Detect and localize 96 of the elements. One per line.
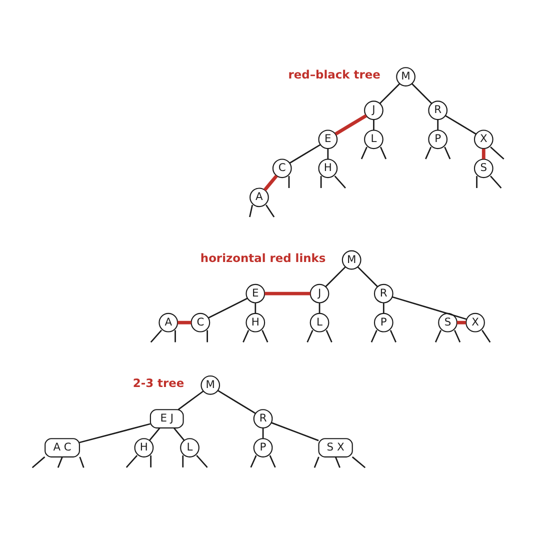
connector	[196, 454, 208, 468]
connector	[390, 329, 396, 342]
connector	[218, 389, 256, 414]
connector	[325, 266, 346, 287]
connector	[150, 454, 152, 467]
connector	[411, 82, 432, 104]
node-box: A C	[44, 438, 80, 457]
node-circle: J	[310, 283, 330, 303]
node-box: S X	[318, 438, 353, 457]
connector	[266, 204, 275, 217]
connector	[208, 297, 248, 318]
connector	[380, 146, 387, 159]
node-circle: L	[180, 438, 200, 457]
connector	[254, 302, 256, 313]
node-circle: H	[246, 312, 266, 332]
connector	[454, 329, 461, 342]
connector	[326, 329, 332, 342]
connector	[334, 456, 340, 468]
node-circle: R	[428, 100, 448, 120]
connector	[490, 175, 502, 188]
connector	[327, 148, 329, 159]
connector	[262, 428, 264, 438]
node-circle: M	[200, 374, 220, 394]
node-circle: P	[374, 312, 394, 332]
node-circle: E	[246, 283, 266, 303]
label: red–black tree	[288, 67, 380, 82]
connector	[126, 454, 138, 468]
node-circle: C	[190, 312, 210, 332]
connector	[373, 119, 374, 130]
connector	[392, 296, 467, 320]
connector	[250, 454, 257, 468]
connector	[178, 390, 204, 410]
connector	[444, 146, 451, 159]
node-circle: M	[342, 250, 362, 270]
node-circle: L	[364, 129, 384, 149]
connector	[425, 146, 432, 159]
connector	[149, 427, 160, 440]
node-circle: L	[310, 312, 330, 332]
connector	[32, 456, 46, 468]
connector	[264, 291, 310, 295]
node-circle: J	[364, 100, 384, 120]
node-circle: H	[318, 158, 338, 178]
connector	[174, 330, 176, 342]
connector	[174, 427, 185, 440]
connector	[150, 329, 162, 342]
node-circle: X	[474, 129, 494, 149]
connector	[379, 82, 400, 104]
node-circle: R	[374, 283, 394, 303]
connector	[320, 176, 322, 188]
connector	[182, 454, 184, 467]
connector	[306, 329, 314, 342]
connector	[269, 454, 276, 468]
connector	[318, 302, 320, 313]
node-circle: R	[253, 408, 273, 428]
connector	[382, 302, 384, 313]
connector	[352, 456, 366, 468]
connector	[445, 114, 476, 134]
connector	[206, 330, 208, 342]
connector	[242, 329, 250, 342]
connector	[476, 176, 478, 188]
node-circle: C	[272, 158, 292, 178]
connector	[482, 329, 491, 342]
node-circle: X	[466, 312, 485, 332]
connector	[334, 114, 368, 135]
node-circle: M	[396, 66, 416, 86]
connector	[457, 320, 466, 324]
connector	[490, 146, 504, 160]
node-circle: P	[253, 438, 273, 457]
node-circle: A	[250, 187, 269, 207]
connector	[360, 146, 368, 159]
connector	[79, 422, 150, 443]
connector	[271, 422, 319, 441]
label: 2-3 tree	[132, 376, 184, 390]
connector	[482, 148, 486, 159]
node-circle: S	[474, 158, 494, 178]
label: horizontal red links	[200, 250, 326, 264]
connector	[290, 144, 321, 164]
connector	[79, 456, 84, 468]
node-circle: S	[438, 312, 458, 332]
connector	[437, 119, 439, 130]
connector	[178, 320, 192, 324]
connector	[314, 456, 320, 468]
connector	[57, 456, 63, 468]
connector	[262, 329, 268, 342]
connector	[334, 175, 346, 188]
node-circle: E	[318, 129, 338, 149]
node-circle: A	[158, 312, 178, 332]
connector	[288, 176, 290, 188]
connector	[249, 204, 254, 217]
connector	[263, 174, 278, 191]
node-circle: H	[134, 438, 154, 457]
connector	[370, 329, 378, 342]
connector	[357, 266, 378, 287]
node-circle: P	[428, 129, 448, 149]
node-box: E J	[150, 408, 184, 428]
connector	[434, 329, 442, 342]
